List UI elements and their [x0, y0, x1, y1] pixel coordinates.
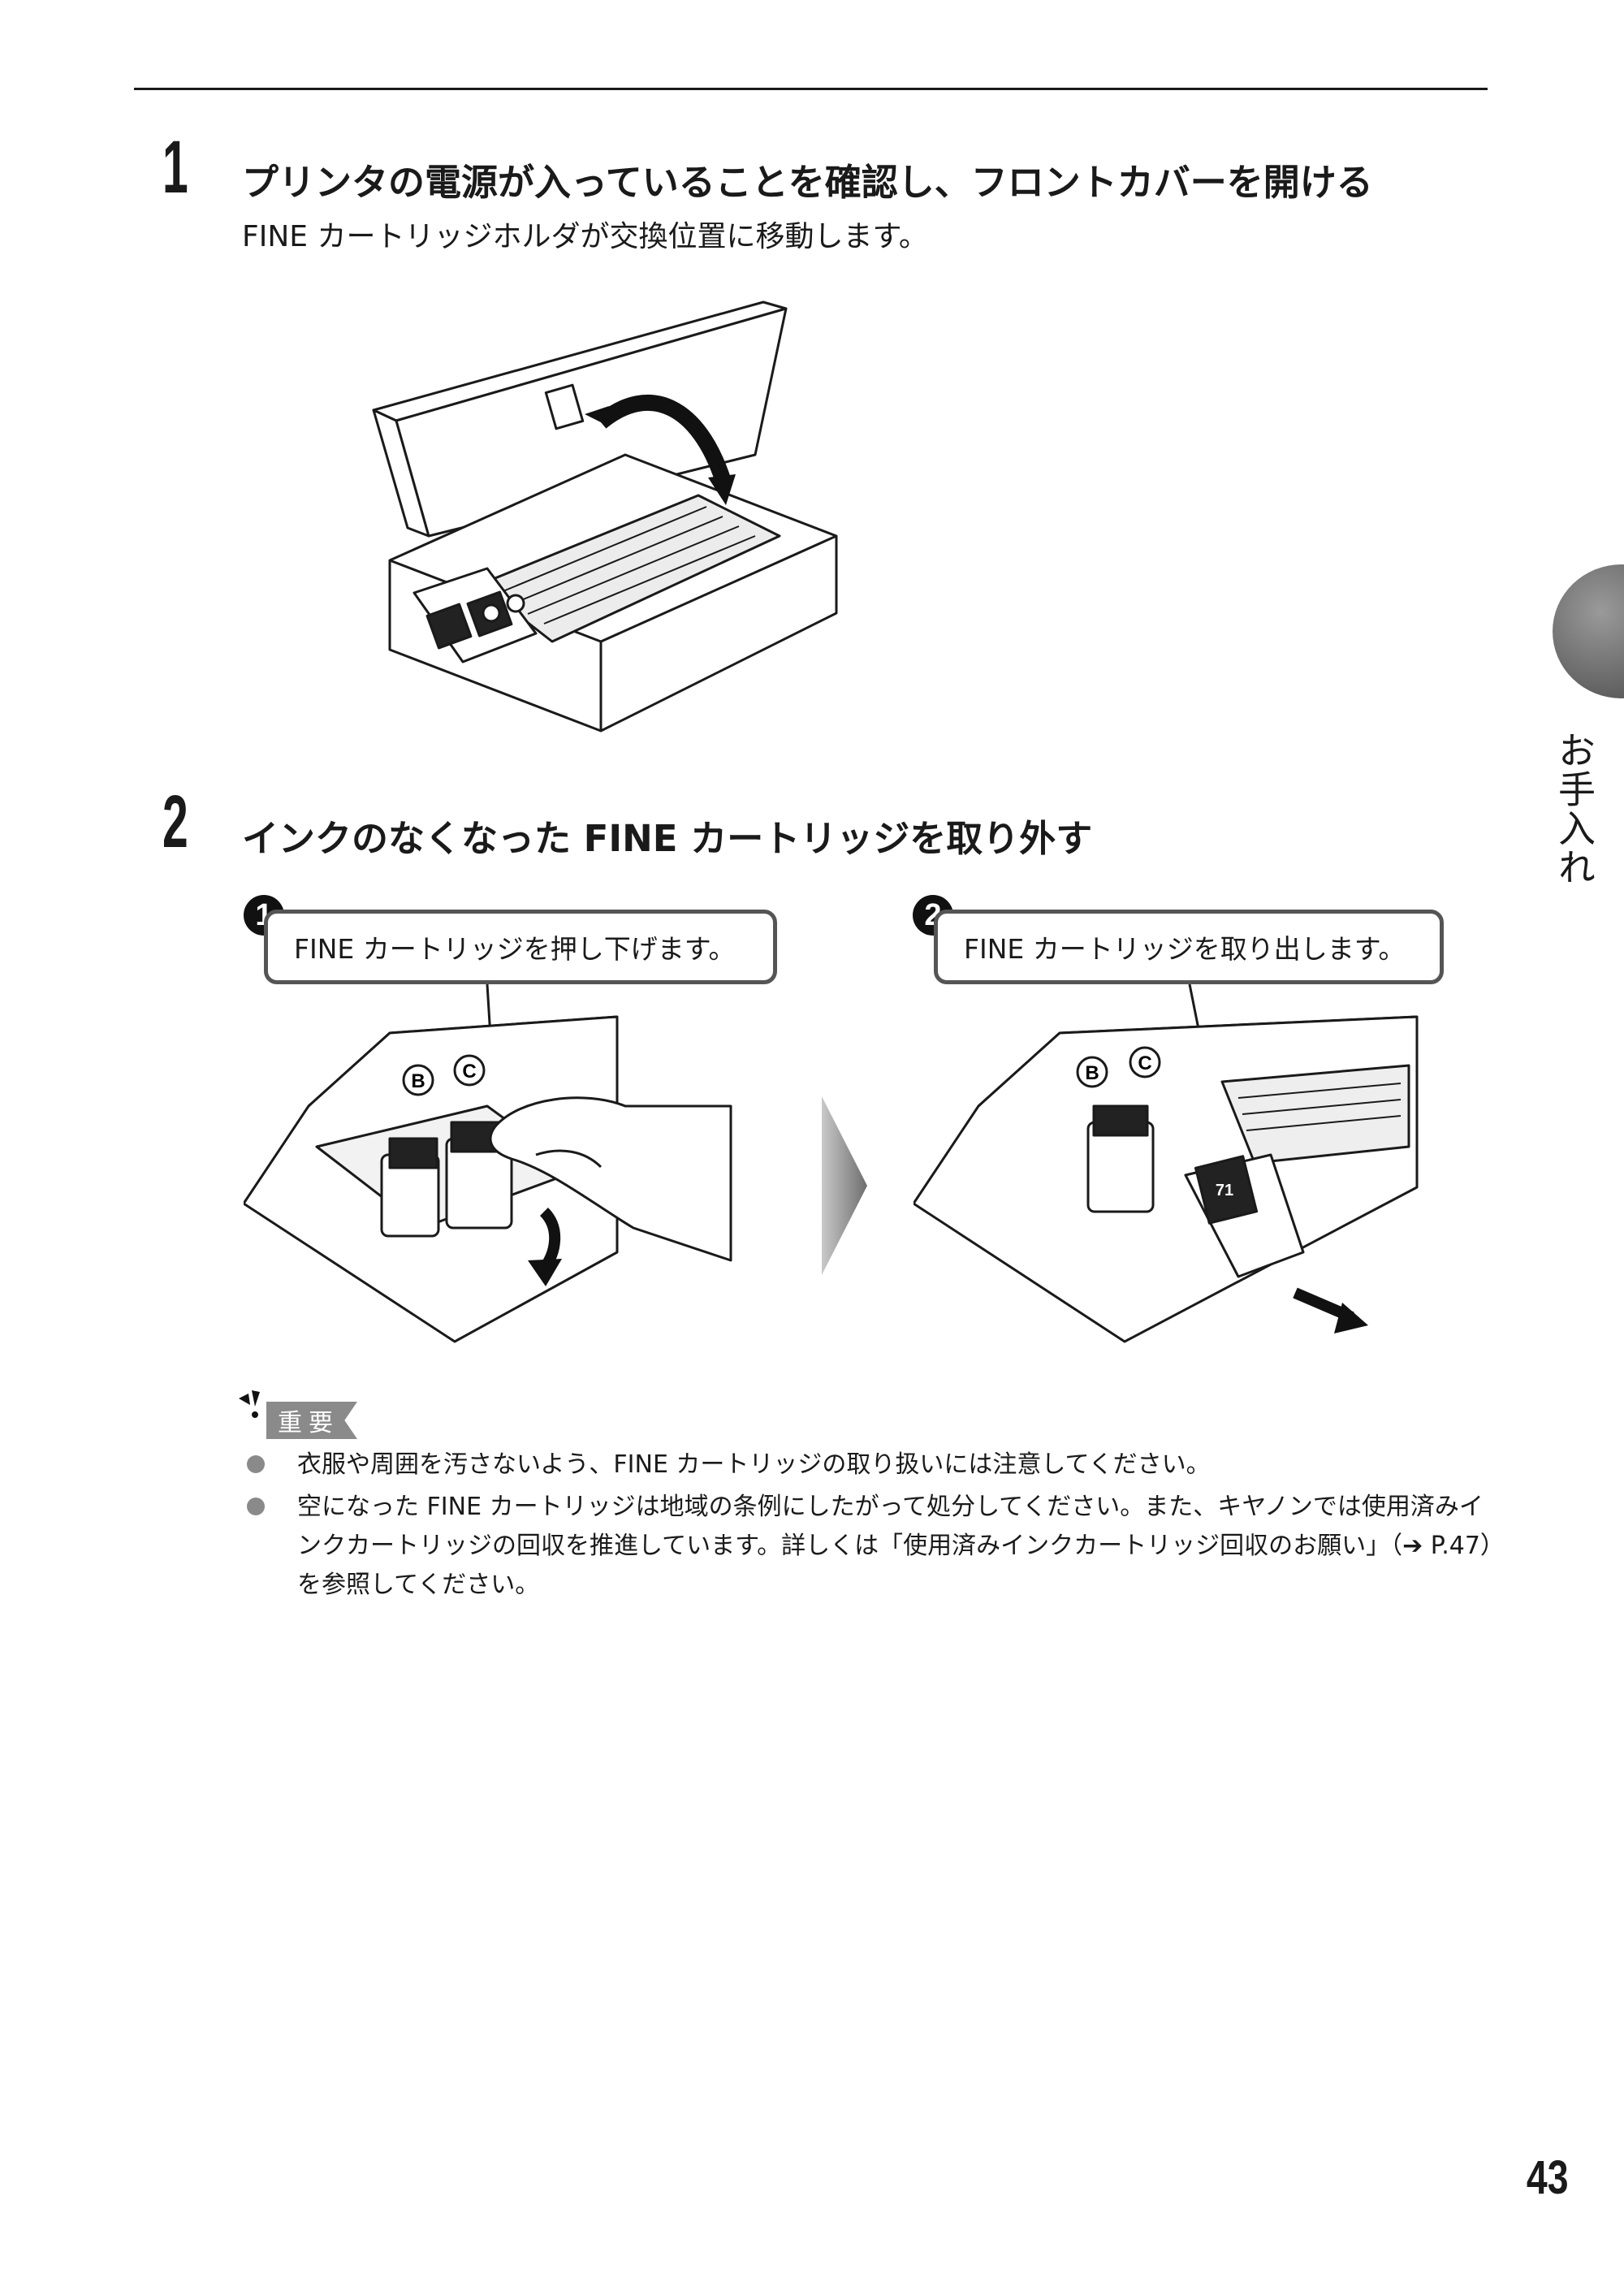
press-cartridge-illustration: B C [244, 984, 732, 1343]
bullet-icon [247, 1455, 265, 1473]
exclamation-icon [239, 1390, 260, 1418]
note-text: 空になった FINE カートリッジは地域の条例にしたがって処分してください。また… [297, 1493, 1505, 1599]
note-item: 空になった FINE カートリッジは地域の条例にしたがって処分してください。また… [240, 1488, 1507, 1605]
note-text: 衣服や周囲を汚さないよう、FINE カートリッジの取り扱いには注意してください。 [297, 1450, 1211, 1479]
slot-label-black: B [411, 1070, 425, 1092]
important-notes: 衣服や周囲を汚さないよう、FINE カートリッジの取り扱いには注意してください。… [240, 1446, 1507, 1605]
sequence-arrow [822, 1096, 867, 1275]
page-number: 43 [1527, 2151, 1569, 2204]
chapter-label: お手入れ [1553, 731, 1596, 887]
substep-2-callout: FINE カートリッジを取り出します。 [934, 910, 1444, 984]
slot-label-color-2: C [1138, 1052, 1151, 1074]
substep-1-callout: FINE カートリッジを押し下げます。 [264, 910, 777, 984]
important-badge: 重要 [235, 1390, 357, 1441]
cartridge-number-label: 71 [1216, 1182, 1233, 1199]
step-1-description: FINE カートリッジホルダが交換位置に移動します。 [242, 220, 928, 253]
slot-label-color: C [462, 1061, 476, 1083]
printer-open-cover-illustration [372, 300, 838, 733]
substep-1-text: FINE カートリッジを押し下げます。 [294, 933, 736, 965]
substep-2-text: FINE カートリッジを取り出します。 [964, 933, 1406, 965]
important-label: 重要 [266, 1402, 357, 1439]
remove-cartridge-illustration: B C 71 [914, 984, 1419, 1343]
chapter-tab [1553, 564, 1624, 698]
bullet-icon [247, 1498, 265, 1515]
step-2-title: インクのなくなった FINE カートリッジを取り外す [242, 817, 1093, 860]
slot-label-black-2: B [1085, 1062, 1099, 1084]
step-2-number: 2 [162, 780, 188, 863]
step-1-number: 1 [162, 126, 188, 209]
header-rule [134, 88, 1488, 90]
note-item: 衣服や周囲を汚さないよう、FINE カートリッジの取り扱いには注意してください。 [240, 1446, 1507, 1485]
step-1-title: プリンタの電源が入っていることを確認し、フロントカバーを開ける [242, 161, 1373, 204]
